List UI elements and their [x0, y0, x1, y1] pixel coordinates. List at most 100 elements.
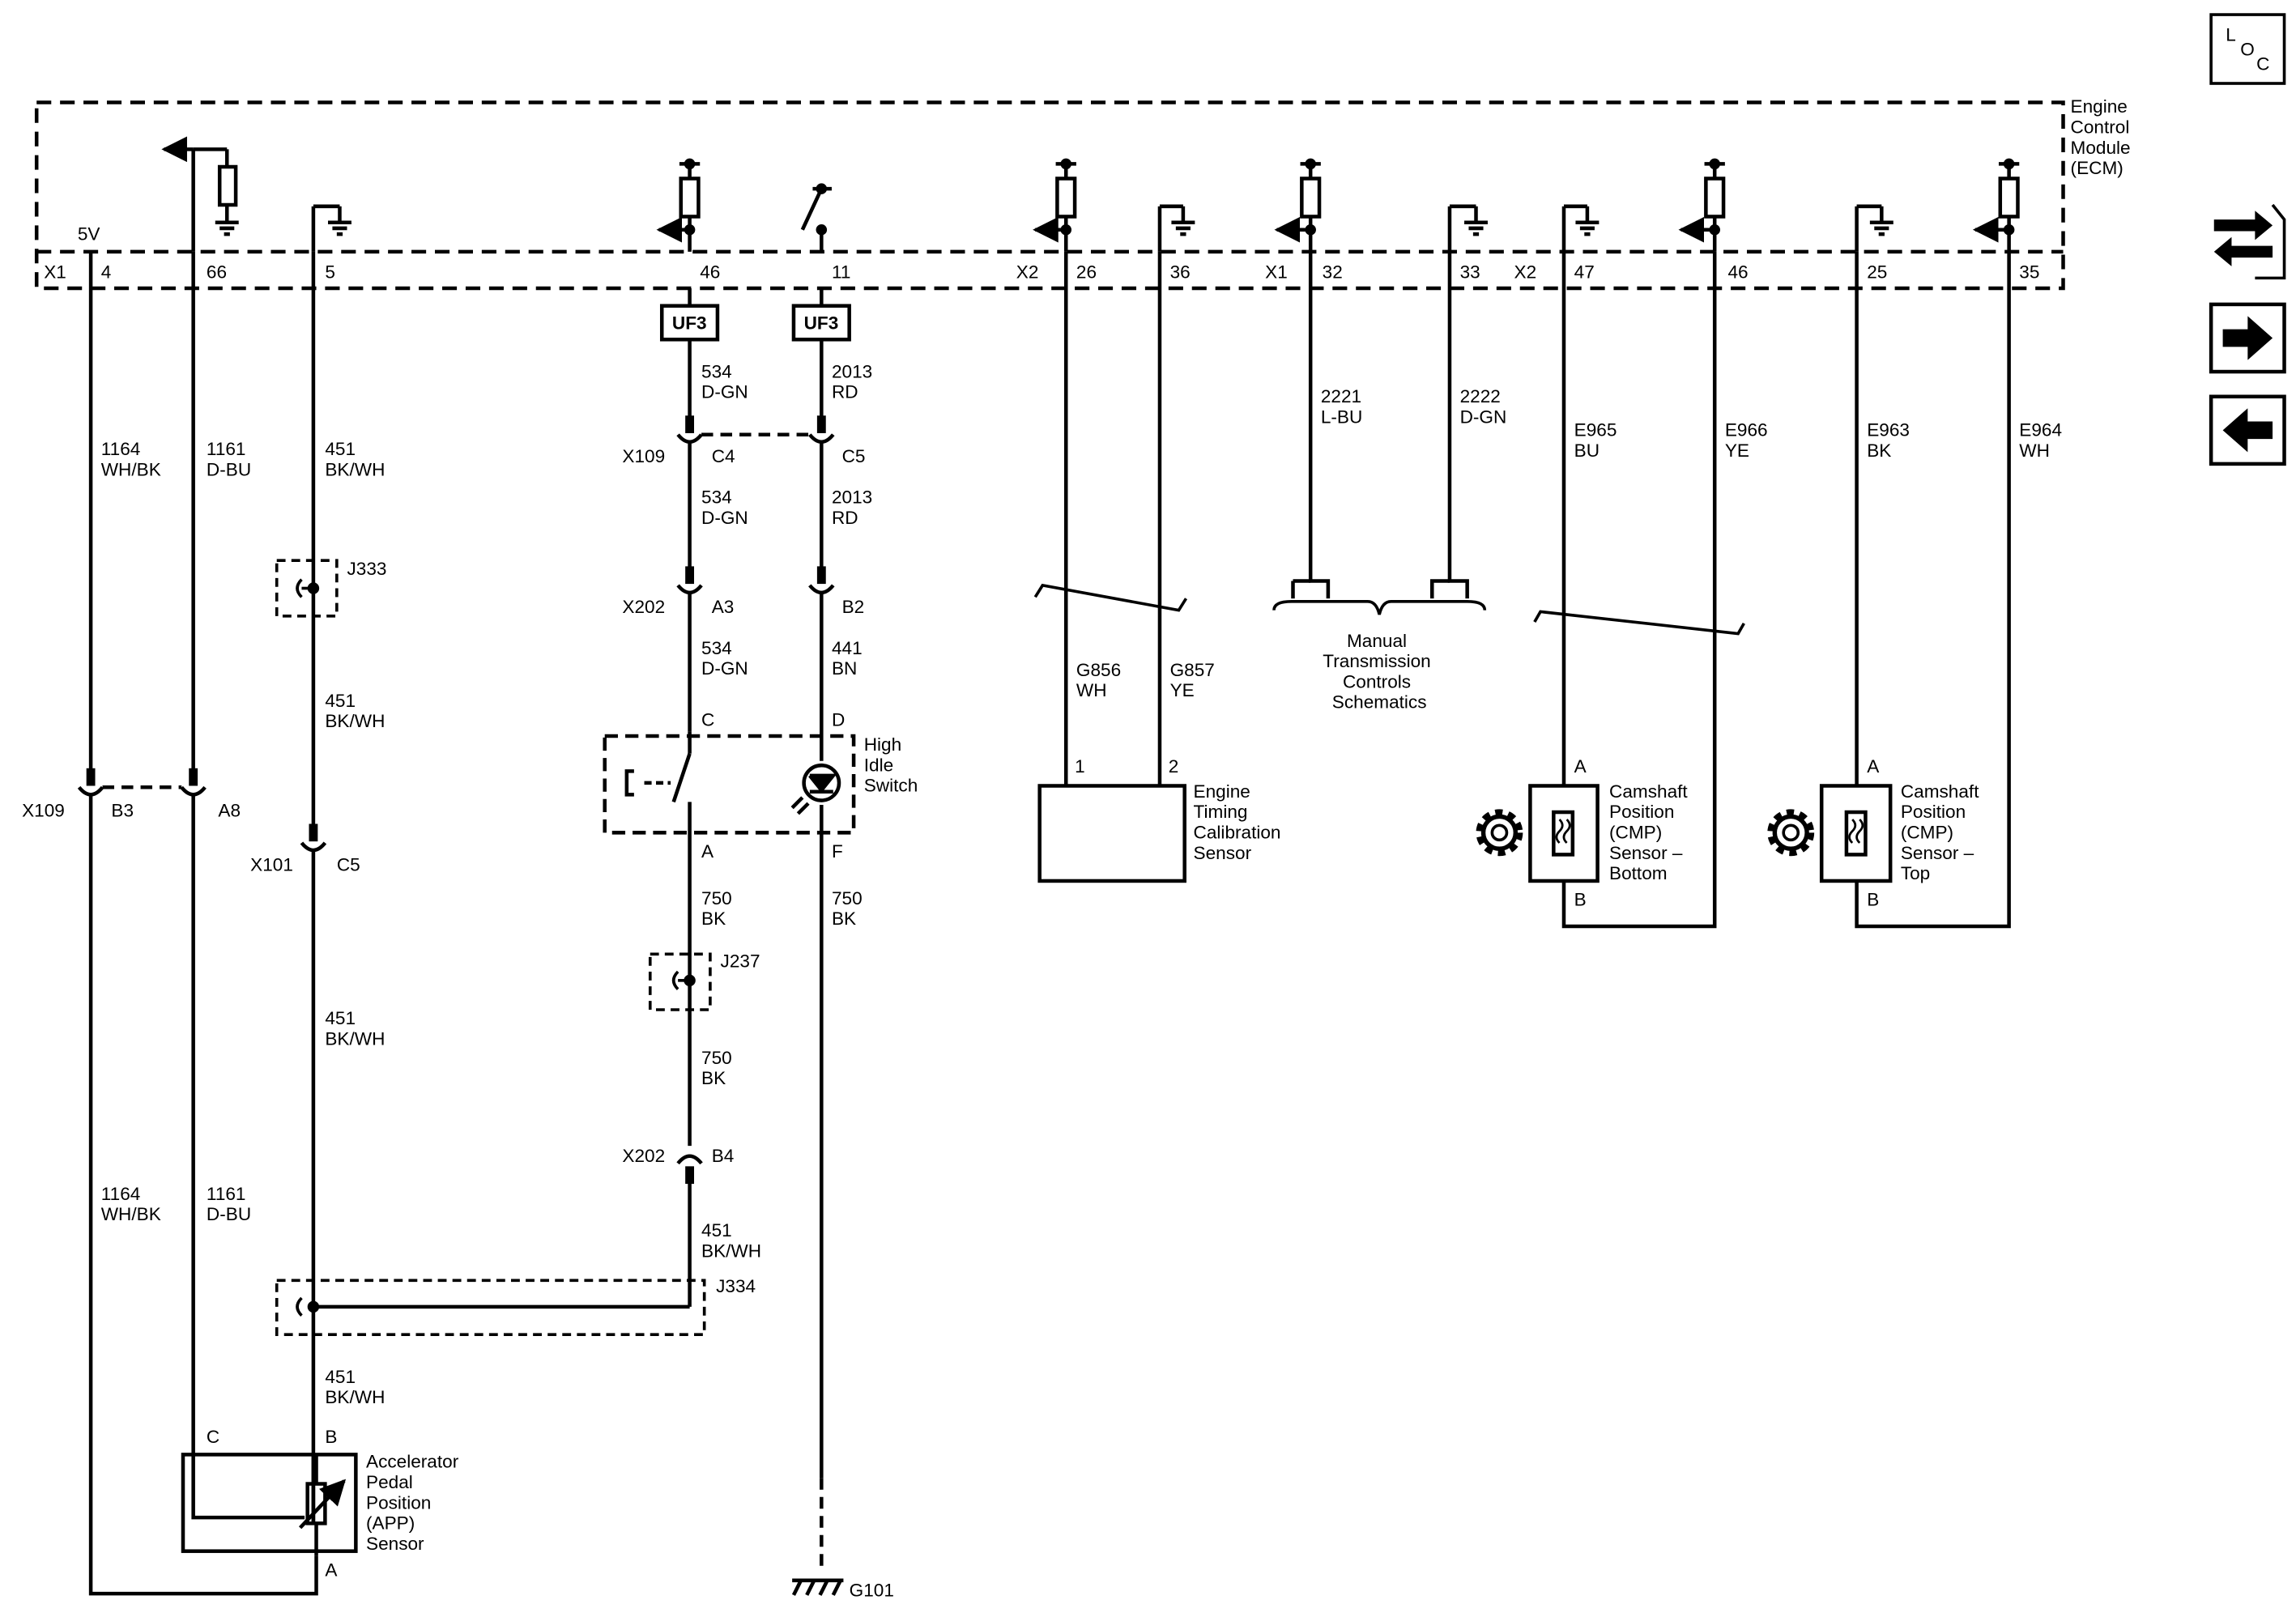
splice-j334-label: J334	[716, 1276, 756, 1296]
svg-text:A: A	[1574, 756, 1587, 777]
connector-x101: X101	[250, 854, 293, 874]
gear-icon	[1476, 809, 1523, 857]
ecm-module: Engine Control Module (ECM)	[34, 96, 2136, 291]
svg-text:C: C	[701, 709, 714, 730]
gear-icon	[1767, 809, 1815, 857]
svg-text:F: F	[832, 841, 843, 862]
fuse-uf3-left: UF3	[659, 304, 720, 342]
previous-page-button[interactable]	[2209, 394, 2286, 466]
connector-x1-mid: X1	[1265, 262, 1288, 282]
ecm-title: Engine Control Module (ECM)	[2071, 96, 2136, 178]
pin-46b: 46	[1727, 262, 1748, 282]
connector-x202-a: X202	[622, 597, 665, 617]
pin-11: 11	[832, 262, 850, 282]
svg-text:O: O	[2240, 40, 2255, 60]
manual-trans-label: Manual Transmission Controls Schematics	[1323, 631, 1436, 713]
component-labels: High Idle Switch C D A F Engine Timing C…	[207, 631, 1984, 1601]
connector-x202-b: X202	[622, 1146, 665, 1166]
high-idle-switch	[603, 731, 856, 835]
connector-x2-right: X2	[1514, 262, 1537, 282]
pin-4: 4	[101, 262, 112, 282]
pin-a8: A8	[218, 800, 241, 820]
pin-5: 5	[325, 262, 335, 282]
svg-text:A: A	[1867, 756, 1880, 777]
svg-text:D: D	[832, 709, 845, 730]
splice-j237	[648, 952, 712, 1011]
svg-text:B: B	[1867, 890, 1879, 910]
connector-swap-icon[interactable]	[2213, 203, 2286, 280]
cmp-top-sensor	[1819, 784, 1893, 883]
svg-text:A: A	[701, 841, 714, 862]
splice-j237-label: J237	[721, 951, 760, 972]
splice-j334	[275, 1279, 706, 1337]
ecm-internals	[161, 136, 2020, 252]
pin-46: 46	[700, 262, 720, 282]
ground-g101-label: G101	[850, 1581, 894, 1601]
pin-32: 32	[1323, 262, 1343, 282]
svg-text:A: A	[325, 1560, 338, 1580]
fuse-uf3-right: UF3	[791, 304, 851, 342]
splice-j333	[275, 559, 339, 618]
pin-47: 47	[1574, 262, 1595, 282]
pin-33: 33	[1460, 262, 1480, 282]
pin-b4: B4	[712, 1146, 735, 1166]
engine-timing-label: Engine Timing Calibration Sensor	[1194, 781, 1286, 863]
connector-x109-top: X109	[622, 446, 665, 466]
svg-text:1: 1	[1075, 756, 1085, 777]
svg-text:B: B	[325, 1427, 337, 1447]
supply-5v: 5V	[78, 223, 100, 244]
cmp-bottom-sensor	[1528, 784, 1600, 883]
pin-c4: C4	[712, 446, 735, 466]
pin-c5-left: C5	[337, 854, 360, 874]
loc-button[interactable]: L O C	[2209, 13, 2286, 85]
break-marks	[1033, 583, 1745, 636]
svg-text:C: C	[207, 1427, 219, 1447]
svg-text:L: L	[2226, 25, 2236, 45]
engine-timing-sensor-box	[1037, 784, 1186, 883]
connector-x109-left: X109	[22, 800, 65, 820]
next-page-button[interactable]	[2209, 302, 2286, 374]
cmp-top-label: Camshaft Position (CMP) Sensor – Top	[1901, 781, 1984, 883]
inline-connector-labels: X109 C4 C5 X202 A3 B2 X109 B3 A8 X101 C5…	[22, 446, 865, 1166]
pin-36: 36	[1170, 262, 1191, 282]
svg-text:2: 2	[1169, 756, 1179, 777]
app-sensor	[181, 1453, 358, 1556]
svg-text:UF3: UF3	[804, 313, 839, 334]
svg-text:UF3: UF3	[672, 313, 707, 334]
inline-connectors	[77, 415, 835, 1185]
pin-66: 66	[207, 262, 227, 282]
wires	[88, 251, 2011, 1596]
pin-c5-top: C5	[842, 446, 866, 466]
pin-b3: B3	[111, 800, 134, 820]
svg-text:B: B	[1574, 890, 1587, 910]
pin-b2: B2	[842, 597, 865, 617]
connector-x1-left: X1	[44, 262, 66, 282]
cmp-bottom-label: Camshaft Position (CMP) Sensor – Bottom	[1609, 781, 1693, 883]
